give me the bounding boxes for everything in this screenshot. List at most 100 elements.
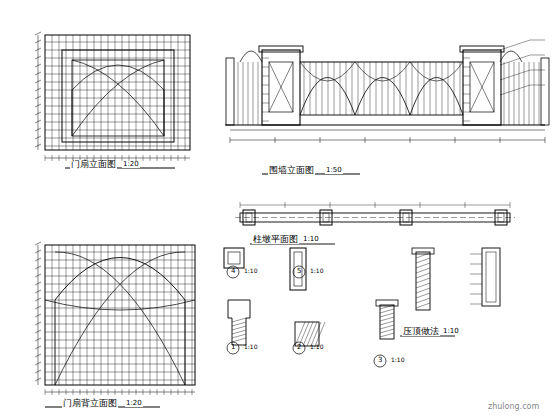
drawing-line [310,62,311,115]
drawing-line [285,202,286,208]
drawing-line [320,137,321,143]
drawing-line [35,258,41,261]
drawing-curve [300,78,355,116]
scale-note: 1:10 [390,357,405,363]
scale-note: 1:10 [309,344,324,350]
drawing-line [316,62,317,115]
drawing-line [66,389,67,395]
drawing-line [45,66,190,67]
drawing-line [87,389,88,395]
drawing-line [35,314,41,317]
drawing-line [164,155,165,161]
drawing-curve [355,78,410,116]
drawing-line [35,322,41,325]
drawing-line [470,264,482,265]
drawing-line [35,282,41,285]
drawing-rect [400,210,412,225]
drawing-line [240,202,241,208]
drawing-rect [262,50,300,125]
drawing-curve [410,62,463,81]
drawing-line [430,62,431,115]
drawing-line [178,155,179,161]
drawing-line [365,137,366,143]
drawing-curve [355,62,410,81]
drawing-line [416,268,430,273]
drawing-line [315,322,325,346]
drawing-line [330,202,331,208]
drawing-line [45,146,190,147]
drawing-line [171,155,172,161]
drawing-line [248,62,249,125]
drawing-rect [380,305,394,339]
drawing-line [45,138,190,139]
drawing-curve [55,258,185,386]
drawing-curve [72,65,164,136]
drawing-rect [463,50,501,125]
drawing-line [530,85,545,86]
drawing-line [262,67,269,68]
drawing-curve [410,78,463,116]
drawing-rect [62,50,174,142]
drawing-line [470,274,482,275]
drawing-rect [482,248,500,306]
drawing-line [45,392,195,393]
drawing-line [35,330,41,333]
scale-note: 2 [296,344,302,351]
drawing-line [150,155,151,161]
drawing-line [262,76,269,77]
drawing-line [500,70,530,80]
drawing-line [35,32,41,35]
drawing-line [328,62,329,115]
drawing-rect [259,46,303,52]
drawing-line [539,62,540,125]
drawing-rect [224,248,244,268]
scale-note: 1:50 [325,167,343,174]
drawing-line [45,98,190,99]
drawing-line [514,62,515,125]
drawing-line [45,356,195,357]
drawing-rect [495,210,507,225]
drawing-line [510,202,511,208]
drawing-line [35,144,41,147]
drawing-line [150,35,151,150]
drawing-line [470,284,482,285]
drawing-line [35,266,41,269]
drawing-line [275,137,276,143]
drawing-line [59,35,60,150]
drawing-line [164,389,165,395]
drawing-line [52,155,53,161]
drawing-line [52,35,53,150]
drawing-curve [55,252,185,385]
drawing-line [463,112,470,113]
scale-note: 4 [230,268,236,275]
drawing-line [394,62,395,115]
drawing-line [230,130,545,131]
drawing-line [416,283,430,288]
drawing-line [416,298,430,303]
drawing-line [185,35,186,150]
drawing-line [171,35,172,150]
drawing-line [115,35,116,150]
drawing-line [35,80,41,83]
drawing-line [530,70,545,71]
drawing-line [35,362,41,365]
drawing-line [406,62,407,115]
drawing-line [45,252,195,253]
drawing-line [80,35,81,150]
drawing-line [59,155,60,161]
drawing-line [463,85,470,86]
drawing-line [380,325,394,329]
drawing-line [400,62,401,115]
drawing-rect [269,62,293,112]
drawing-rect [294,252,302,286]
scale-note: 1 [230,344,236,351]
drawing-line [230,140,545,141]
drawing-line [122,35,123,150]
drawing-line [45,114,190,115]
drawing-rect [323,213,329,222]
drawing-rect [226,58,234,125]
drawing-line [45,74,190,75]
drawing-line [454,62,455,115]
drawing-rect [290,248,306,290]
drawing-line [416,288,430,293]
